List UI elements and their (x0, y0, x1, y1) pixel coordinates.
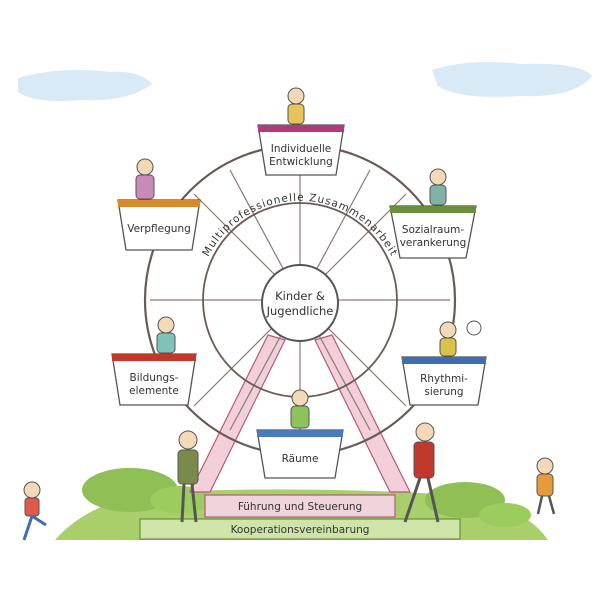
hub-label-line1: Kinder & (275, 289, 325, 303)
mechanic-figure (177, 430, 199, 523)
gondola-sozialraumverankerung: Sozialraum- verankerung (389, 168, 477, 259)
cloud-left (18, 70, 152, 101)
gondola-label-line2: elemente (129, 385, 179, 397)
cloud-right (432, 62, 592, 97)
child-figure-right (536, 457, 556, 515)
gondola-label-line1: Verpflegung (127, 223, 191, 235)
base-cooperation-platform: Kooperationsvereinbarung (139, 518, 461, 540)
gondola-label-line2: Entwicklung (269, 156, 333, 168)
gondola-label-line1: Sozialraum- (402, 224, 465, 236)
gondola-raeume: Räume (256, 389, 344, 479)
gondola-label-line1: Bildungs- (130, 372, 179, 384)
hub-label-line2: Jugendliche (266, 304, 334, 318)
child-figure-left (22, 481, 47, 541)
gondola-individuelle-entwicklung: Individuelle Entwicklung (257, 87, 345, 176)
gondola-verpflegung: Verpflegung (117, 158, 201, 251)
wheel-support-legs (189, 334, 411, 493)
gardener-figure (403, 422, 440, 523)
base-cooperation-label: Kooperationsvereinbarung (231, 524, 370, 536)
gondola-label-line1: Räume (282, 453, 319, 465)
base-leadership-platform: Führung und Steuerung (204, 494, 396, 518)
hub: Kinder & Jugendliche (261, 264, 339, 342)
gondola-label-line1: Rhythmi- (420, 373, 468, 385)
gondola-label-line1: Individuelle (271, 143, 332, 155)
clock-icon (466, 320, 482, 336)
gondola-label-line2: verankerung (400, 237, 467, 249)
base-leadership-label: Führung und Steuerung (238, 501, 362, 513)
gondola-label-line2: sierung (424, 386, 463, 398)
gondola-bildungselemente: Bildungs- elemente (111, 316, 197, 406)
gondola-rhythmisierung: Rhythmi- sierung (401, 320, 487, 406)
